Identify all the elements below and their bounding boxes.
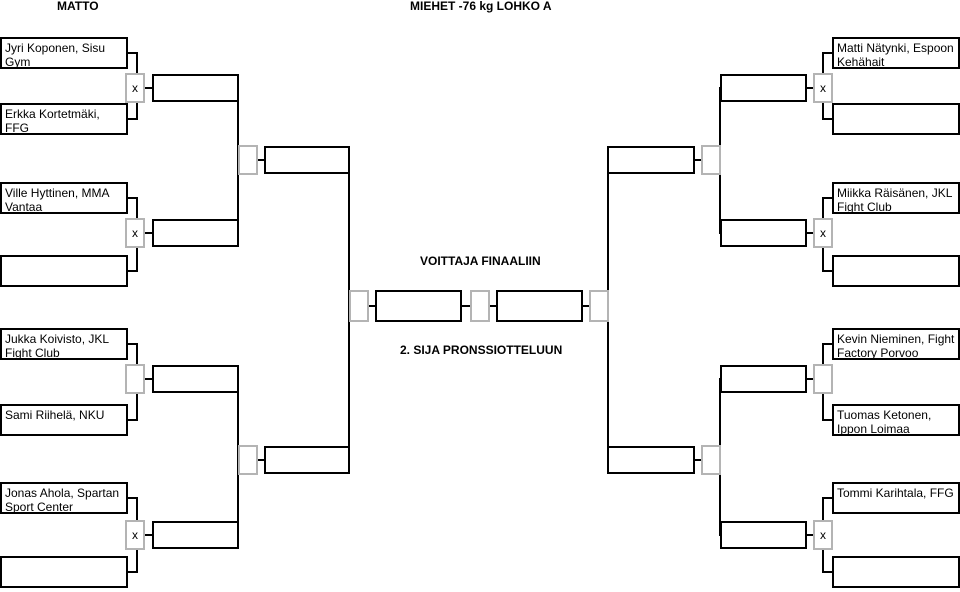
bracket-line [128,197,138,199]
bracket-line [128,419,138,421]
right-competitor-box[interactable]: Tuomas Ketonen, Ippon Loimaa [832,404,960,436]
left-competitor-box[interactable]: Jyri Koponen, Sisu Gym [0,37,128,69]
bracket-line [805,87,813,89]
right-competitor-box[interactable] [832,103,960,135]
right-competitor-box[interactable]: Kevin Nieminen, Fight Factory Porvoo [832,328,960,360]
left-r1-winner-box[interactable] [152,219,239,247]
bracket-line [128,571,138,573]
right-r1-winner-box[interactable] [720,219,807,247]
left-competitor-box[interactable]: Ville Hyttinen, MMA Vantaa [0,182,128,214]
right-finalist-box[interactable] [496,290,583,322]
left-r2-winner-box[interactable] [264,146,350,174]
left-semifinal-score-box[interactable] [349,290,369,322]
left-competitor-box[interactable]: Jukka Koivisto, JKL Fight Club [0,328,128,360]
bracket-line [490,305,496,307]
bracket-line [369,305,377,307]
mat-label: MATTO [57,0,99,13]
bracket-line [822,197,832,199]
right-r1-score-box[interactable]: x [813,218,833,248]
bracket-line [128,270,138,272]
left-competitor-box[interactable] [0,556,128,588]
left-r2-winner-box[interactable] [264,446,350,474]
winner-to-final-label: VOITTAJA FINAALIIN [420,254,541,268]
left-competitor-box[interactable]: Erkka Kortetmäki, FFG [0,103,128,135]
bracket-line [693,159,701,161]
bracket-line [822,343,832,345]
right-r2-winner-box[interactable] [607,446,695,474]
right-r1-score-box[interactable] [813,364,833,394]
right-r2-winner-box[interactable] [607,146,695,174]
bracket-line [128,118,138,120]
right-r1-score-box[interactable]: x [813,73,833,103]
left-r2-score-box[interactable] [238,445,258,475]
bracket-line [693,459,701,461]
bracket-line [805,378,813,380]
bracket-line [822,419,832,421]
right-r2-score-box[interactable] [701,145,721,175]
division-title: MIEHET -76 kg LOHKO A [410,0,552,13]
bracket-line [805,232,813,234]
bracket-line [128,52,138,54]
left-r1-score-box[interactable]: x [125,73,145,103]
left-r1-score-box[interactable] [125,364,145,394]
right-r1-winner-box[interactable] [720,365,807,393]
left-r1-score-box[interactable]: x [125,520,145,550]
right-competitor-box[interactable]: Miikka Räisänen, JKL Fight Club [832,182,960,214]
bracket-line [128,343,138,345]
right-r2-score-box[interactable] [701,445,721,475]
bracket-line [822,118,832,120]
left-finalist-box[interactable] [375,290,462,322]
left-r1-winner-box[interactable] [152,521,239,549]
bracket-line [145,378,154,380]
bracket-line [822,571,832,573]
left-r1-winner-box[interactable] [152,365,239,393]
right-r1-winner-box[interactable] [720,74,807,102]
bracket-line [822,497,832,499]
bracket-line [805,534,813,536]
bracket-line [462,305,470,307]
bracket-line [145,534,154,536]
left-competitor-box[interactable] [0,255,128,287]
left-r1-winner-box[interactable] [152,74,239,102]
right-r1-winner-box[interactable] [720,521,807,549]
right-competitor-box[interactable] [832,556,960,588]
right-r1-score-box[interactable]: x [813,520,833,550]
left-competitor-box[interactable]: Sami Riihelä, NKU [0,404,128,436]
right-competitor-box[interactable]: Matti Nätynki, Espoon Kehähait [832,37,960,69]
bracket-line [822,270,832,272]
bracket-line [145,87,154,89]
right-semifinal-score-box[interactable] [589,290,609,322]
right-competitor-box[interactable]: Tommi Karihtala, FFG [832,482,960,514]
left-competitor-box[interactable]: Jonas Ahola, Spartan Sport Center [0,482,128,514]
right-competitor-box[interactable] [832,255,960,287]
final-score-box[interactable] [470,290,490,322]
bracket-line [258,159,266,161]
left-r1-score-box[interactable]: x [125,218,145,248]
bronze-match-label: 2. SIJA PRONSSIOTTELUUN [400,343,563,357]
bracket-line [258,459,266,461]
bracket-line [128,497,138,499]
bracket-line [822,52,832,54]
left-r2-score-box[interactable] [238,145,258,175]
bracket-line [581,305,589,307]
bracket-line [145,232,154,234]
